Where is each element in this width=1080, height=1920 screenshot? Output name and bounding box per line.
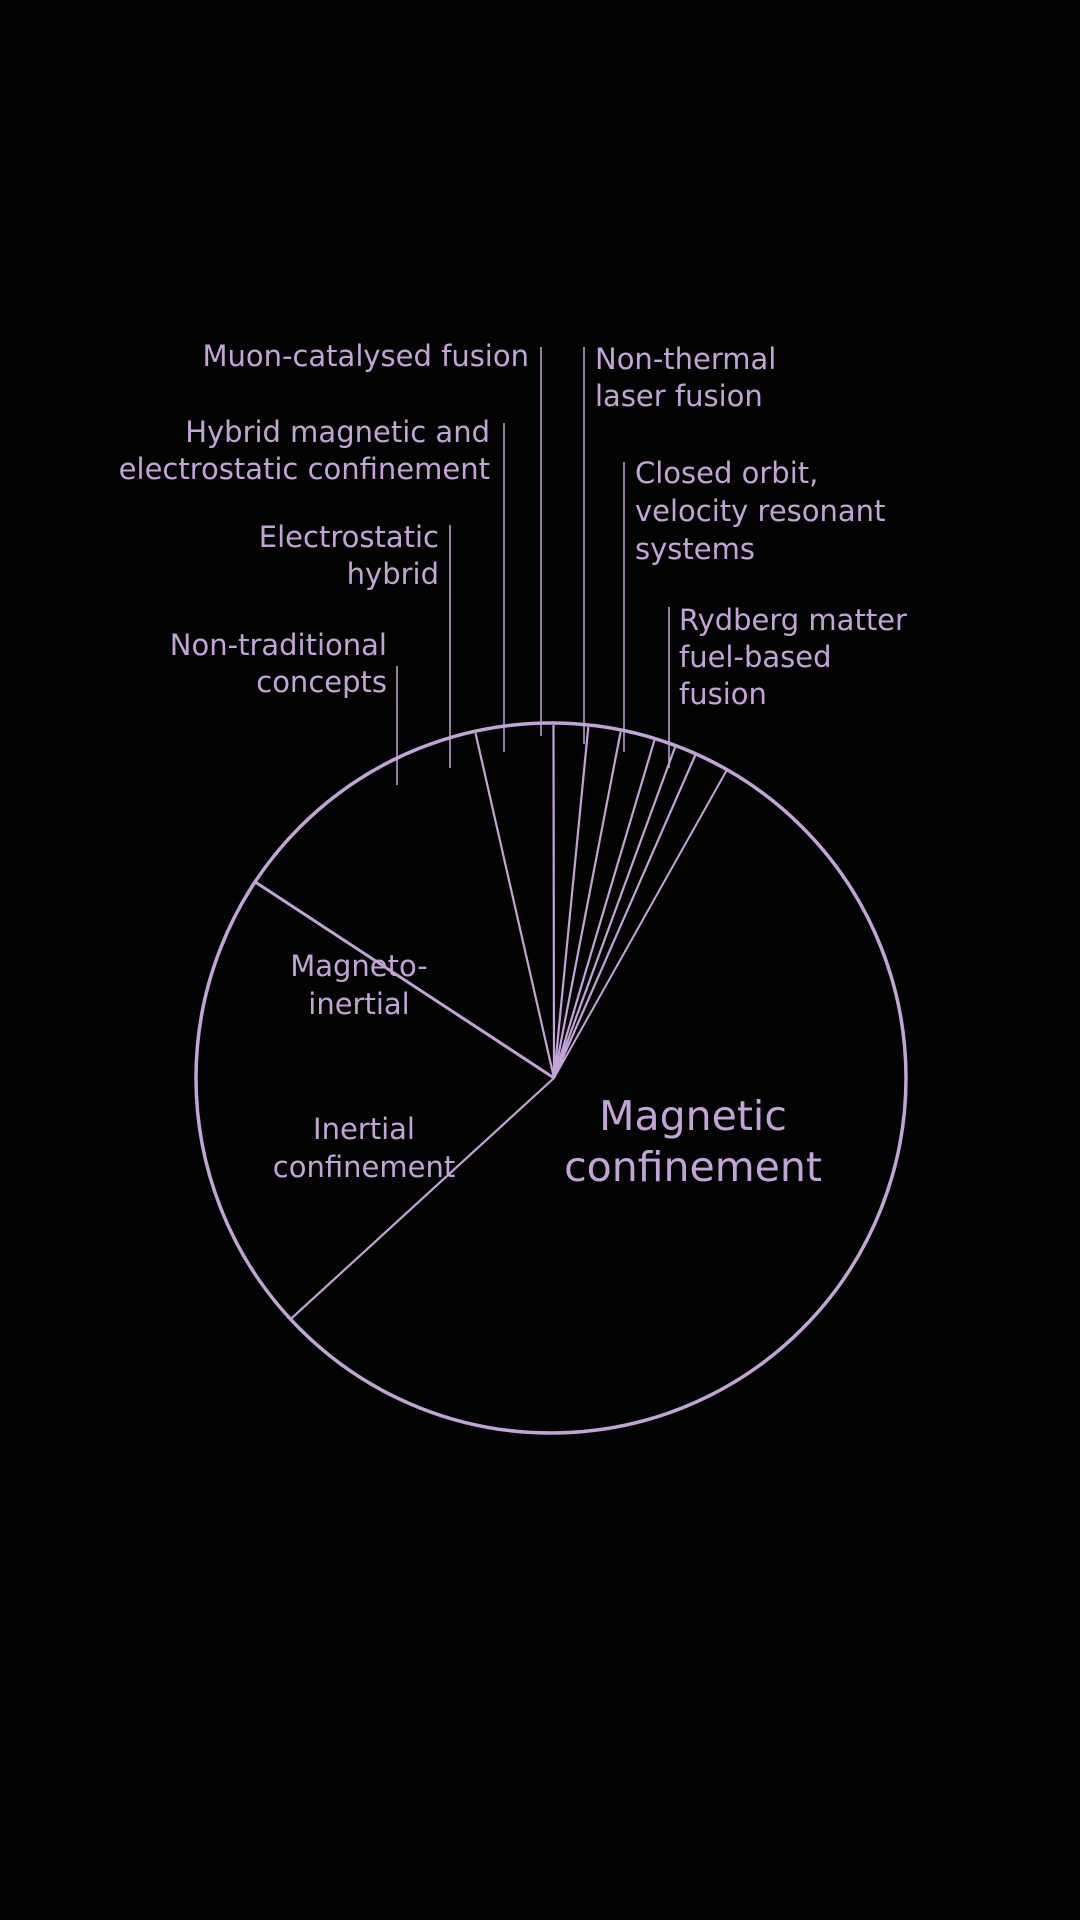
slice-label-4-line-1: Non-traditional [170,628,387,662]
slice-label-2: Inertial confinement [273,1112,455,1184]
slice-label-7: Muon-catalysed fusion [202,339,529,373]
slice-label-9-line-3: systems [635,532,755,566]
pie-outline [194,721,908,1435]
slice-divider-5 [552,724,556,1079]
slice-label-10-line-2: fuel-based [679,640,832,674]
slice-divider-8 [552,739,656,1079]
slice-label-5-line-2: hybrid [347,557,439,591]
slice-label-1-line-1: Magnetic [599,1092,787,1140]
slice-divider-4 [474,732,556,1079]
slice-label-10-line-3: fusion [679,677,767,711]
slice-divider-1 [553,770,728,1079]
slice-label-4-line-2: concepts [256,665,387,699]
slice-label-8-line-1: Non-thermal [595,342,776,376]
slice-divider-7 [552,731,622,1079]
label-leader-lines [396,347,670,785]
slice-label-1-line-2: confinement [564,1143,822,1191]
slice-divider-2 [290,1077,555,1320]
slice-label-7-line-1: Muon-catalysed fusion [202,339,529,373]
slice-divider-3 [254,880,555,1080]
slice-label-9-line-1: Closed orbit, [635,456,818,490]
slice-label-3: Magneto-inertial [290,949,428,1021]
slice-divider-9 [552,746,677,1079]
pie-slices [254,724,728,1320]
slice-label-3-line-1: Magneto- [290,949,428,983]
slice-divider-10 [552,754,697,1079]
slice-divider-6 [552,726,590,1079]
slice-label-9: Closed orbit, velocity resonant systems [635,456,885,566]
slice-label-10-line-1: Rydberg matter [679,603,907,637]
slice-label-8-line-2: laser fusion [595,379,763,413]
slice-label-2-line-1: Inertial [313,1112,415,1146]
slice-label-2-line-2: confinement [273,1150,455,1184]
slice-label-6-line-1: Hybrid magnetic and [185,415,490,449]
slice-label-5-line-1: Electrostatic [259,520,439,554]
slice-label-9-line-2: velocity resonant [635,494,885,528]
slice-label-3-line-2: inertial [308,987,409,1021]
slice-label-6-line-2: electrostatic confinement [119,452,490,486]
